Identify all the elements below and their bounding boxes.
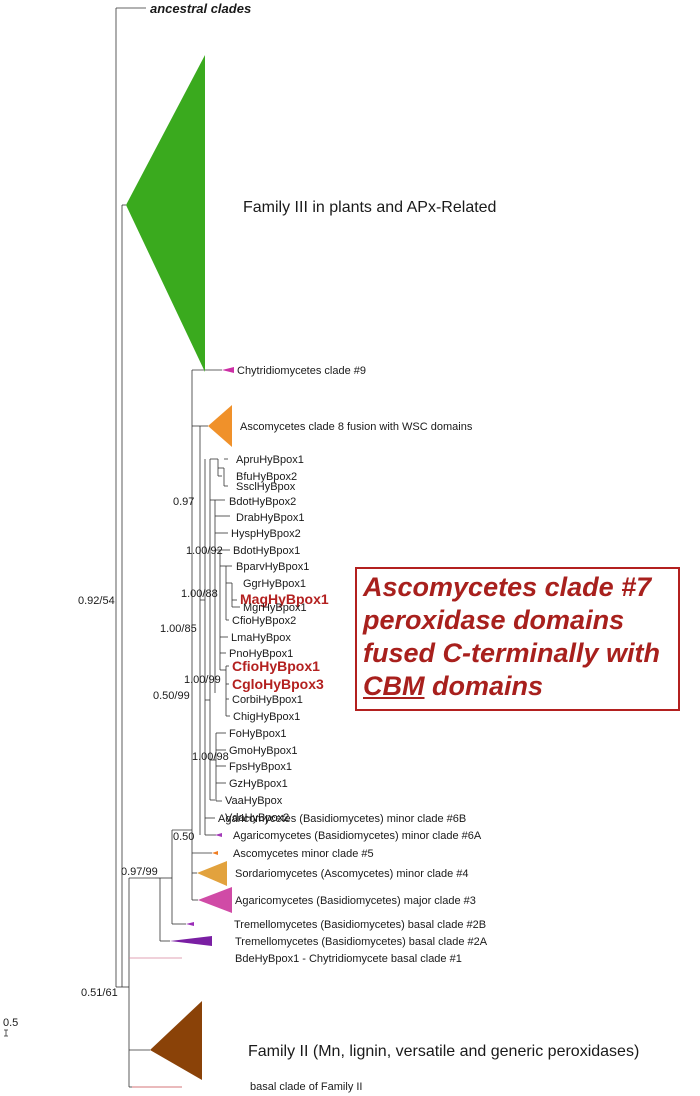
callout-line: CBM domains: [363, 670, 672, 703]
leaf-label: VdaHyBpox2: [225, 812, 289, 824]
callout-line: fused C-terminally with: [363, 638, 661, 668]
agari-3-triangle: [198, 887, 232, 913]
family-ii-label: Family II (Mn, lignin, versatile and gen…: [248, 1043, 639, 1060]
scale-bar: 0.5: [3, 1017, 18, 1037]
ascomycetes-clade-7-callout: Ascomycetes clade #7 peroxidase domains …: [355, 567, 680, 711]
agari-3-label: Agaricomycetes (Basidiomycetes) major cl…: [235, 895, 476, 907]
leaf-label: BdotHyBpox2: [229, 496, 296, 508]
leaf-label: DrabHyBpox1: [236, 512, 304, 524]
leaf-label: BdotHyBpox1: [233, 545, 300, 557]
support-value: 0.51/61: [81, 987, 118, 999]
leaf-label: VaaHyBpox: [225, 795, 283, 807]
sordario-4-triangle: [197, 861, 227, 886]
collapsed-clades: [126, 55, 234, 1080]
leaf-label: HyspHyBpox2: [231, 528, 301, 540]
basal-clade-ii-label: basal clade of Family II: [250, 1081, 363, 1093]
sordario-4-label: Sordariomycetes (Ascomycetes) minor clad…: [235, 868, 469, 880]
tremello-2b-label: Tremellomycetes (Basidiomycetes) basal c…: [234, 919, 486, 931]
support-value: 1.00/98: [192, 751, 229, 763]
leaf-label: ChigHyBpox1: [233, 711, 300, 723]
leaf-label: FoHyBpox1: [229, 728, 286, 740]
asco-5-label: Ascomycetes minor clade #5: [233, 848, 374, 860]
leaf-label: BparvHyBpox1: [236, 561, 309, 573]
tree-branches: [115, 7, 240, 1088]
leaf-label: GgrHyBpox1: [243, 578, 306, 590]
leaf-label: CorbiHyBpox1: [232, 694, 303, 706]
support-value: 1.00/88: [181, 588, 218, 600]
support-value: 1.00/85: [160, 623, 197, 635]
family-iii-label: Family III in plants and APx-Related: [243, 199, 496, 216]
agari-6a-triangle: [215, 833, 222, 837]
leaf-label: FpsHyBpox1: [229, 761, 292, 773]
leaf-label: MgrHyBpox1: [243, 602, 307, 614]
highlight-leaf-label: CfioHyBpox1: [232, 658, 320, 674]
asco-8-triangle: [208, 405, 232, 447]
support-value: 1.00/99: [184, 674, 221, 686]
highlight-leaf-label: MagHyBpox1: [240, 591, 329, 607]
support-value: 0.50/99: [153, 690, 190, 702]
support-value: 0.97: [173, 496, 194, 508]
leaf-label: BfuHyBpox2: [236, 471, 297, 483]
leaf-label: GzHyBpox1: [229, 778, 288, 790]
leaf-label: SsclHyBpox: [236, 481, 296, 493]
leaf-label: ApruHyBpox1: [236, 454, 304, 466]
asco-8-label: Ascomycetes clade 8 fusion with WSC doma…: [240, 421, 473, 433]
chytrid-9-label: Chytridiomycetes clade #9: [237, 365, 366, 377]
bde-1-label: BdeHyBpox1 - Chytridiomycete basal clade…: [235, 953, 462, 965]
leaf-label: GmoHyBpox1: [229, 745, 297, 757]
ancestral-clades-label: ancestral clades: [150, 1, 251, 16]
callout-line-rest: domains: [424, 671, 544, 701]
cbm-term: CBM: [363, 671, 425, 701]
agari-6b-visible-label: Agaricomycetes (Basidiomycetes) minor cl…: [218, 813, 466, 825]
family-iii-triangle: [126, 55, 205, 372]
leaf-label: LmaHyBpox: [231, 632, 291, 644]
family-ii-triangle: [150, 1001, 202, 1080]
support-value: 0.97/99: [121, 866, 158, 878]
support-value: 1.00/92: [186, 545, 223, 557]
tremello-2a-label: Tremellomycetes (Basidiomycetes) basal c…: [235, 936, 488, 948]
callout-line: Ascomycetes clade #7: [363, 572, 652, 602]
asco-5-triangle: [212, 851, 218, 855]
support-values: 0.97 1.00/92 1.00/88 1.00/85 1.00/99 0.5…: [78, 496, 229, 999]
highlight-leaf-label: CgloHyBpox3: [232, 676, 324, 692]
chytrid-9-triangle: [222, 367, 234, 373]
tremello-2b-triangle: [186, 922, 194, 926]
callout-line: peroxidase domains: [363, 605, 625, 635]
tremello-2a-triangle: [170, 936, 212, 946]
support-value: 0.50: [173, 831, 194, 843]
leaf-label: PnoHyBpox1: [229, 648, 293, 660]
agari-6a-label: Agaricomycetes (Basidiomycetes) minor cl…: [233, 830, 482, 842]
scale-bar-label: 0.5: [3, 1017, 18, 1029]
support-value: 0.92/54: [78, 595, 115, 607]
clade-labels: ancestral clades Family III in plants an…: [150, 1, 639, 1093]
leaf-label: CfioHyBpox2: [232, 615, 296, 627]
